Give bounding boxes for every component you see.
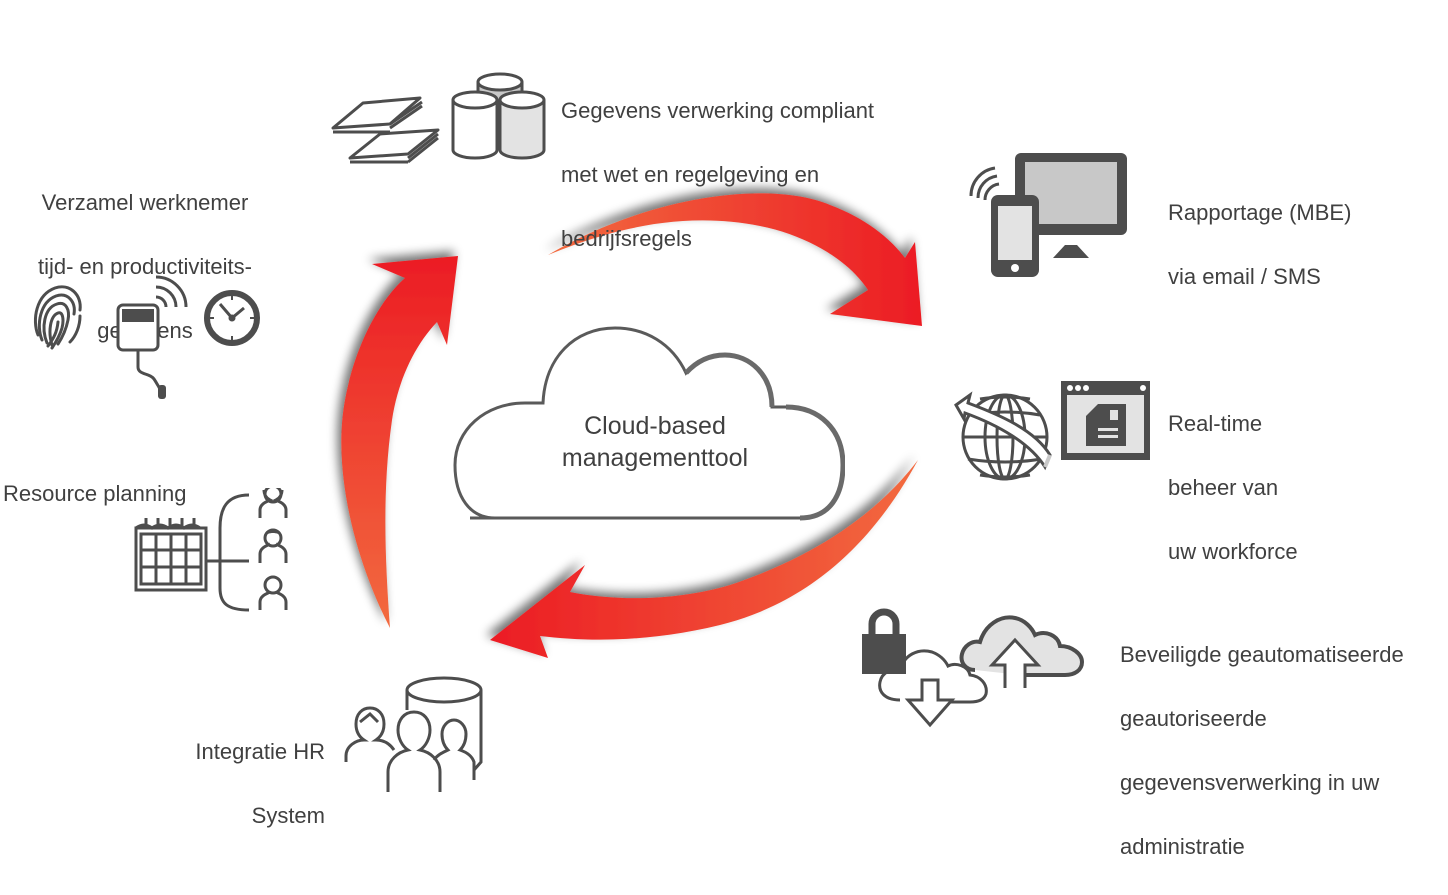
lock-icon [862, 608, 906, 674]
database-cylinders-icon [451, 72, 546, 160]
center-label: Cloud-based managementtool [520, 410, 790, 474]
realtime-label-line-1: Real-time [1168, 411, 1263, 436]
globe-arrow-icon [954, 391, 1052, 481]
secure-label-line-3: gegevensverwerking in uw [1120, 770, 1380, 795]
hr-label-line-1: Integratie HR [195, 739, 325, 764]
planning-label: Resource planning [3, 446, 186, 542]
collect-label-line-2: tijd- en productiviteits- [38, 254, 252, 279]
realtime-label-line-3: uw workforce [1168, 539, 1298, 564]
hr-label: Integratie HR System [150, 704, 325, 864]
hr-label-line-2: System [251, 803, 325, 828]
arrow-top [548, 193, 922, 326]
rfid-reader-icon [116, 275, 188, 399]
center-label-line-1: Cloud-based [584, 412, 726, 440]
secure-label-line-4: administratie [1120, 834, 1245, 859]
collect-label-line-1: Verzamel werknemer [41, 190, 249, 215]
compliance-label-line-2: met wet en regelgeving en [561, 162, 820, 187]
secure-label: Beveiligde geautomatiseerde geautoriseer… [1120, 607, 1404, 895]
calendar-people-icon [134, 488, 288, 612]
secure-label-line-1: Beveiligde geautomatiseerde [1120, 642, 1404, 667]
center-label-line-2: managementtool [561, 444, 749, 472]
arrow-left [341, 256, 458, 628]
secure-label-line-2: geautoriseerde [1120, 706, 1267, 731]
browser-window-icon [1061, 381, 1150, 460]
reporting-label-line-2: via email / SMS [1168, 264, 1321, 289]
realtime-label: Real-time beheer van uw workforce [1168, 376, 1298, 600]
cycle-arrows [341, 193, 922, 658]
realtime-label-line-2: beheer van [1168, 475, 1279, 500]
compliance-label: Gegevens verwerking compliant met wet en… [561, 63, 874, 287]
compliance-label-line-3: bedrijfsregels [561, 226, 692, 251]
secure-cloud-icons [862, 608, 1085, 728]
documents-icon [331, 96, 440, 164]
cloud-upload-icon [959, 615, 1085, 688]
cloud-download-icon [878, 649, 988, 728]
phone-monitor-wireless-icon [969, 153, 1127, 277]
fingerprint-icon [33, 285, 82, 350]
cloud-icon [453, 326, 845, 521]
clock-icon [204, 290, 260, 346]
reporting-label-line-1: Rapportage (MBE) [1168, 200, 1352, 225]
planning-label-line-1: Resource planning [3, 481, 187, 506]
arrow-bottom [490, 460, 918, 658]
compliance-label-line-1: Gegevens verwerking compliant [561, 98, 875, 123]
people-database-icon [344, 676, 483, 792]
reporting-label: Rapportage (MBE) via email / SMS [1168, 165, 1351, 325]
